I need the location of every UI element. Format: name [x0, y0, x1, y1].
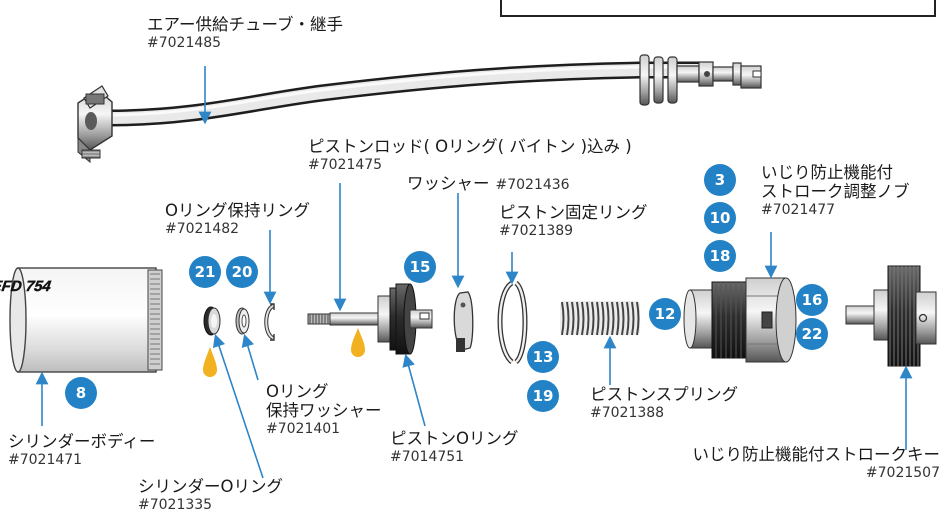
washer-pn: #7021436	[495, 177, 570, 193]
callout-badge-18: 18	[704, 240, 736, 272]
air-supply-tube	[77, 54, 762, 164]
label-retainer-ring: Oリング保持リング #7021482	[165, 201, 310, 237]
cylinder-pn: #7021471	[8, 451, 83, 468]
retainer-ring	[264, 303, 275, 341]
label-washer: ワッシャー #7021436	[407, 174, 570, 194]
callout-badge-22: 22	[796, 318, 828, 350]
oil-drop-left	[203, 347, 217, 377]
piston-ring-pn: #7021389	[499, 222, 574, 239]
piston-ring-title: ピストン固定リング	[499, 203, 648, 222]
cylinder-title: シリンダーボディー	[8, 432, 156, 451]
label-spring: ピストンスプリング #7021388	[590, 385, 739, 421]
stroke-adjust-knob	[683, 277, 797, 363]
callout-badge-20: 20	[226, 256, 258, 288]
oil-drop-right	[351, 328, 365, 357]
cylinder-oring-pn: #7021335	[138, 496, 213, 513]
piston-rod	[307, 283, 433, 355]
label-stroke-key: いじり防止機能付ストロークキー #7021507	[692, 445, 941, 481]
retainer-ring-pn: #7021482	[165, 220, 240, 237]
callout-badge-10: 10	[704, 202, 736, 234]
stroke-key-pn: #7021507	[865, 464, 940, 481]
retainer-washer-pn: #7021401	[266, 420, 341, 437]
knob-title: いじり防止機能付 ストローク調整ノブ	[761, 163, 910, 201]
washer-title: ワッシャー	[407, 174, 490, 193]
label-cylinder-oring: シリンダーOリング #7021335	[138, 477, 283, 513]
piston-retaining-ring	[497, 280, 528, 364]
air-tube-pn: #7021485	[147, 34, 222, 51]
callout-badge-13: 13	[527, 341, 559, 373]
leader-lines	[35, 66, 913, 479]
cylinder-body: EFD 754	[0, 267, 163, 373]
piston-spring	[560, 301, 640, 336]
callout-badge-8: 8	[65, 377, 97, 409]
retainer-washer	[235, 307, 250, 335]
callout-badge-19: 19	[527, 380, 559, 412]
cylinder-logo: EFD 754	[0, 278, 53, 295]
label-air-tube: エアー供給チューブ・継手 #7021485	[147, 15, 344, 51]
piston-oring-title: ピストンOリング	[390, 429, 519, 448]
tube-elbow-fitting	[77, 85, 113, 164]
label-piston-ring: ピストン固定リング #7021389	[499, 203, 648, 239]
piston-oring-pn: #7014751	[390, 448, 465, 465]
cylinder-oring	[203, 306, 221, 336]
washer	[453, 291, 474, 352]
spring-title: ピストンスプリング	[590, 385, 739, 404]
callout-badge-3: 3	[704, 164, 736, 196]
label-cylinder: シリンダーボディー #7021471	[8, 432, 156, 468]
stroke-key	[845, 265, 937, 367]
label-knob: いじり防止機能付 ストローク調整ノブ #7021477	[761, 163, 910, 218]
label-piston-oring: ピストンOリング #7014751	[390, 429, 519, 465]
callout-badge-15: 15	[404, 251, 436, 283]
spring-pn: #7021388	[590, 404, 665, 421]
knob-pn: #7021477	[761, 201, 836, 218]
top-frame	[500, 0, 936, 17]
label-retainer-washer: Oリング 保持ワッシャー #7021401	[266, 382, 382, 437]
stroke-key-title: いじり防止機能付ストロークキー	[692, 445, 941, 464]
callout-badge-21: 21	[189, 256, 221, 288]
callout-badge-12: 12	[649, 298, 681, 330]
label-piston-rod: ピストンロッド( Oリング( バイトン )込み ) #7021475	[308, 137, 632, 173]
piston-rod-title: ピストンロッド( Oリング( バイトン )込み )	[308, 137, 632, 156]
callout-badge-16: 16	[796, 284, 828, 316]
retainer-ring-title: Oリング保持リング	[165, 201, 310, 220]
air-tube-title: エアー供給チューブ・継手	[147, 15, 344, 34]
retainer-washer-title: Oリング 保持ワッシャー	[266, 382, 382, 420]
tube-fitting-right	[639, 54, 762, 106]
piston-rod-pn: #7021475	[308, 156, 383, 173]
cylinder-oring-title: シリンダーOリング	[138, 477, 283, 496]
